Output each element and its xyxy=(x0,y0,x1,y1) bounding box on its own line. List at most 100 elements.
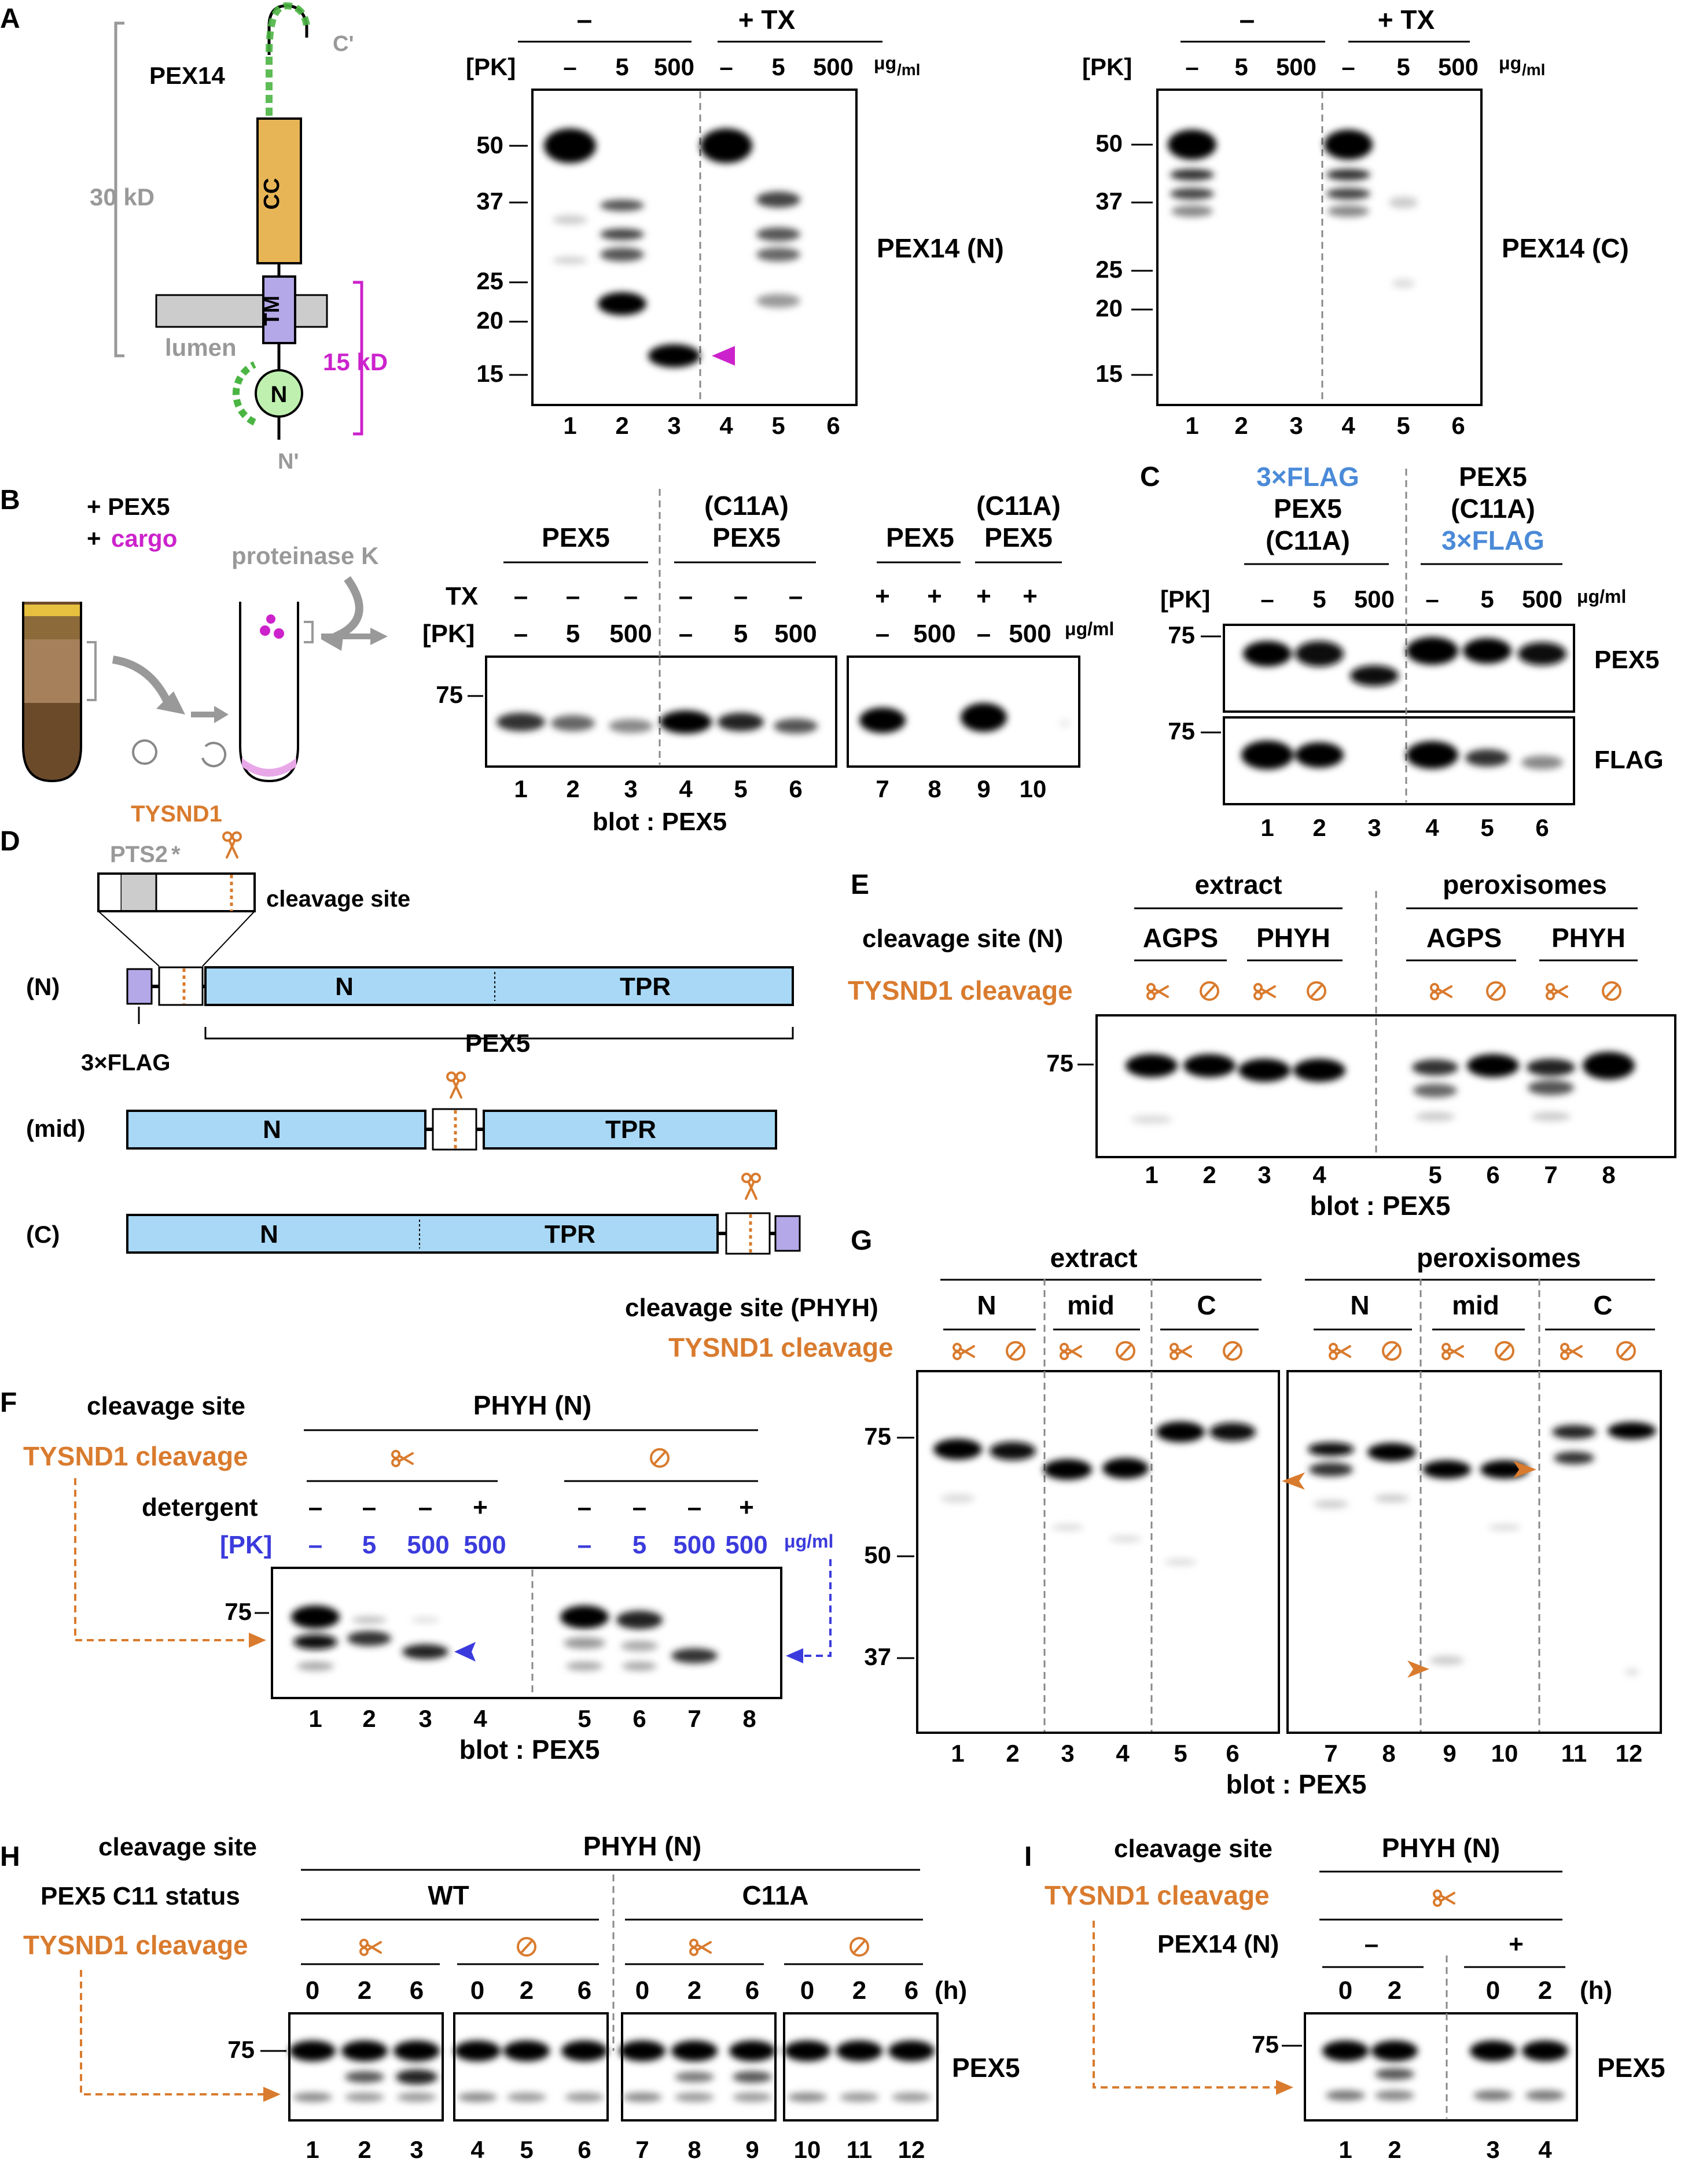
figure-label: – xyxy=(734,582,748,610)
figure-label: – xyxy=(719,53,733,80)
figure-label: + TX xyxy=(738,5,796,35)
figure-label: 6 xyxy=(578,2136,591,2163)
figure-label: 0 xyxy=(470,1976,484,2005)
figure-label: 5 xyxy=(362,1531,376,1559)
figure-label: cleavage site (N) xyxy=(862,925,1063,953)
figure-label: 8 xyxy=(1602,1161,1615,1188)
figure-label: 5 xyxy=(520,2136,533,2163)
f-arrow-blue-1 xyxy=(454,1642,476,1662)
figure-label: 6 xyxy=(632,1705,646,1732)
figure-label: 3 xyxy=(1367,814,1381,841)
figure-label: 5 xyxy=(1396,412,1410,439)
figure-label: G xyxy=(851,1225,872,1256)
figure-label: 0 xyxy=(800,1976,814,2005)
panel-d: D TYSND1 PTS2* cleavage site (N) N TPR P… xyxy=(0,801,801,1255)
blot-h3 xyxy=(621,2012,777,2122)
panel-h: H cleavage site PHYH (N) PEX5 C11 status… xyxy=(0,1831,1020,2163)
figure-label: N xyxy=(977,1290,996,1320)
figure-label: PEX14 (N) xyxy=(877,233,1004,263)
figure-label: 3×FLAG xyxy=(1441,525,1544,555)
figure-label: μg/ml xyxy=(1065,618,1114,639)
figure-label: (N) xyxy=(26,973,60,1000)
figure-label: [PK] xyxy=(1160,585,1210,613)
figure-label: 5 xyxy=(771,53,785,80)
panel-letter-a: A xyxy=(0,3,20,34)
figure-label: 2 xyxy=(1006,1740,1019,1767)
figure-label: 75 xyxy=(1168,621,1195,649)
n-label: N xyxy=(271,382,288,407)
figure-label: 3 xyxy=(1486,2136,1499,2163)
c-term-epitope xyxy=(266,2,310,116)
figure-label: PEX5 xyxy=(465,1029,531,1058)
figure-label: – xyxy=(308,1531,322,1559)
blot-a2-bands xyxy=(1168,130,1418,288)
figure-label: 6 xyxy=(826,412,840,439)
figure-label: PTS2 xyxy=(110,842,168,867)
figure-label: 2 xyxy=(852,1976,866,2005)
figure-label: C xyxy=(1140,462,1160,492)
figure-label: 10 xyxy=(1491,1740,1518,1767)
tm-domain xyxy=(262,275,296,344)
figure-label: – xyxy=(1240,5,1255,35)
figure-label: 75 xyxy=(1168,717,1195,745)
figure-label: 9 xyxy=(977,775,990,802)
panel-e: E extract peroxisomes cleavage site (N) … xyxy=(848,870,1676,1221)
figure-label: – xyxy=(566,582,580,610)
figure-label: – xyxy=(577,5,593,35)
figure-label: – xyxy=(977,620,991,648)
figure-label: 7 xyxy=(876,775,889,802)
figure-label: 4 xyxy=(1312,1161,1326,1188)
figure-label: 2 xyxy=(1538,1976,1552,2005)
figure-label: + xyxy=(473,1493,488,1522)
figure-label: – xyxy=(1185,53,1198,80)
figure-label: 50 xyxy=(864,1541,891,1568)
figure-label: 500 xyxy=(725,1531,767,1559)
figure-label: TYSND1 cleavage xyxy=(668,1332,893,1362)
figure-label: – xyxy=(308,1493,322,1522)
mw-bracket-15 xyxy=(353,281,363,436)
figure-label: 10 xyxy=(1020,775,1047,802)
figure-label: 2 xyxy=(520,1976,534,2005)
tube-peroxisomes xyxy=(239,602,299,783)
figure-label: – xyxy=(1341,53,1355,80)
figure-label: 8 xyxy=(1382,1740,1395,1767)
figure-label: (C11A) xyxy=(1266,525,1350,555)
mw-30-label: 30 kD xyxy=(90,183,155,211)
figure-label: /ml xyxy=(1522,61,1545,79)
figure-label: 2 xyxy=(362,1705,376,1732)
figure-label: 5 xyxy=(1480,585,1494,613)
figure-label: PEX5 C11 status xyxy=(41,1882,240,1910)
figure-label: 6 xyxy=(1535,814,1549,841)
figure-label: 11 xyxy=(847,2136,872,2163)
figure-label: (C11A) xyxy=(704,491,789,521)
figure-label: TYSND1 cleavage xyxy=(848,975,1073,1006)
figure-label: 25 xyxy=(476,267,503,294)
figure-label: cleavage site xyxy=(1114,1835,1273,1863)
figure-label: 5 xyxy=(1312,585,1326,613)
figure-label: 20 xyxy=(1095,294,1123,322)
figure-label: PHYH (N) xyxy=(1382,1833,1500,1863)
figure-label: 4 xyxy=(1341,412,1355,439)
figure-label: 15 xyxy=(476,360,503,387)
figure-label: + TX xyxy=(1378,5,1435,35)
figure-label: 3 xyxy=(624,775,637,802)
figure-label: – xyxy=(514,620,528,648)
figure-label: extract xyxy=(1050,1243,1138,1273)
figure-label: AGPS xyxy=(1426,923,1502,953)
figure-label: [PK] xyxy=(422,620,475,648)
pk-label: proteinase K xyxy=(231,542,378,569)
figure-label: blot : PEX5 xyxy=(1226,1769,1367,1799)
figure-label: cleavage site xyxy=(87,1392,245,1420)
mw-15-label: 15 kD xyxy=(323,348,388,375)
figure-label: 75 xyxy=(227,2036,255,2063)
figure-label: – xyxy=(632,1493,646,1522)
figure-label: D xyxy=(0,826,20,857)
figure-label: PEX5 xyxy=(1594,646,1660,674)
figure-label: 75 xyxy=(864,1423,891,1450)
figure-label: [PK] xyxy=(466,53,516,80)
figure-label: TPR xyxy=(605,1115,656,1144)
n-term-epitope xyxy=(232,361,256,426)
figure-label: 3 xyxy=(1061,1740,1074,1767)
figure-label: 1 xyxy=(1260,814,1274,841)
